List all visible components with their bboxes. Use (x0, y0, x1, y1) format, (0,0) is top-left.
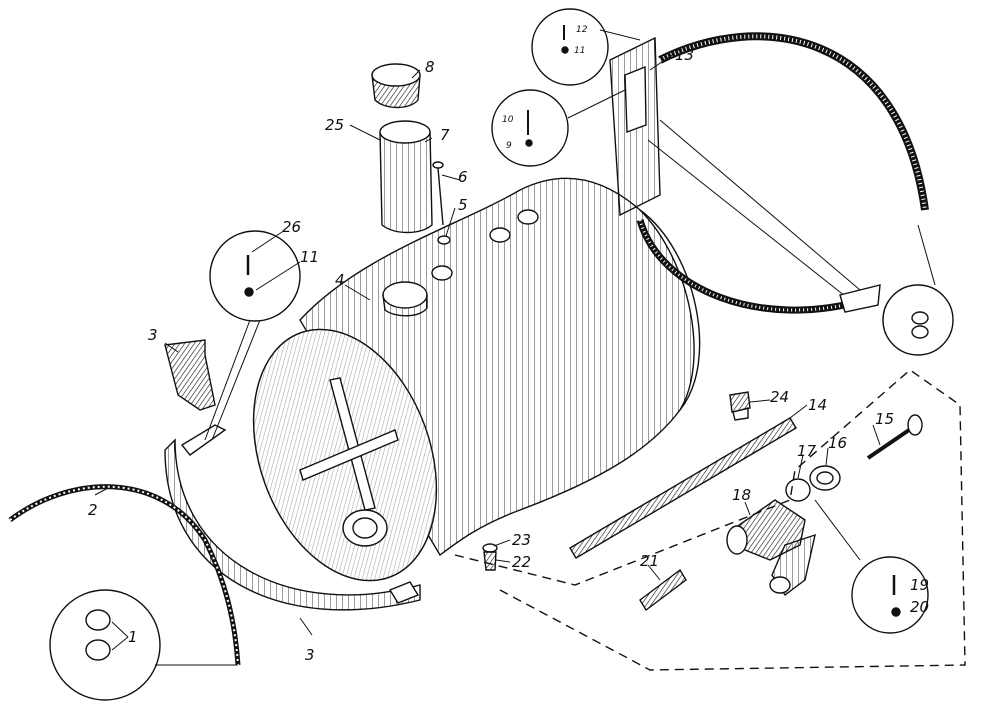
callout-18: 18 (732, 486, 751, 504)
callout-14: 14 (808, 396, 827, 414)
callout-11b: 11 (574, 46, 585, 56)
pin-21 (639, 568, 687, 612)
detail-circle-26-11 (204, 230, 301, 441)
front-strap-left (164, 339, 421, 611)
callout-8: 8 (425, 58, 435, 76)
dipstick (432, 161, 451, 245)
detail-circle-19-20 (814, 499, 929, 634)
plug-24 (729, 391, 751, 421)
callout-20: 20 (910, 598, 929, 616)
callout-26: 26 (282, 218, 301, 236)
callout-19: 19 (910, 576, 929, 594)
callout-17: 17 (797, 442, 817, 460)
detail-circle-nuts (882, 224, 954, 356)
callout-24: 24 (770, 388, 789, 406)
callout-16: 16 (828, 434, 847, 452)
callout-9: 9 (506, 141, 512, 151)
callout-3b: 3 (305, 646, 315, 664)
detail-circle-12-11 (531, 8, 641, 86)
callout-21: 21 (640, 552, 659, 570)
callout-10: 10 (502, 115, 514, 125)
callout-23: 23 (512, 531, 531, 549)
callout-4: 4 (335, 271, 345, 289)
detail-circle-10-9 (491, 89, 626, 167)
outer-strap (8, 484, 241, 666)
leader-lines (94, 54, 881, 651)
callout-11a: 11 (300, 248, 319, 266)
callout-1: 1 (128, 628, 138, 646)
callout-22: 22 (512, 553, 531, 571)
tie-rod (569, 417, 797, 559)
callout-2: 2 (88, 501, 98, 519)
callout-25: 25 (325, 116, 344, 134)
callout-6: 6 (458, 168, 468, 186)
drain-plug-22 (482, 543, 498, 571)
callout-15: 15 (875, 410, 894, 428)
callout-12: 12 (576, 25, 588, 35)
assembly-dashed-outline (454, 369, 966, 671)
washer-16 (809, 465, 841, 491)
callout-5: 5 (458, 196, 468, 214)
fuel-tank-body (252, 177, 701, 582)
drain-valve (726, 499, 816, 597)
filler-cap (371, 63, 421, 109)
filler-strainer (379, 120, 433, 234)
detail-circle-1 (49, 589, 238, 701)
gasket-17 (785, 478, 811, 502)
callout-7: 7 (440, 126, 450, 144)
bolt-15 (866, 414, 923, 460)
callout-labels: 1 2 3 3 4 5 6 7 8 9 10 11 11 12 13 14 15… (88, 25, 929, 664)
callout-3a: 3 (148, 326, 158, 344)
rear-bracket-strap (609, 32, 929, 314)
callout-13: 13 (675, 46, 694, 64)
